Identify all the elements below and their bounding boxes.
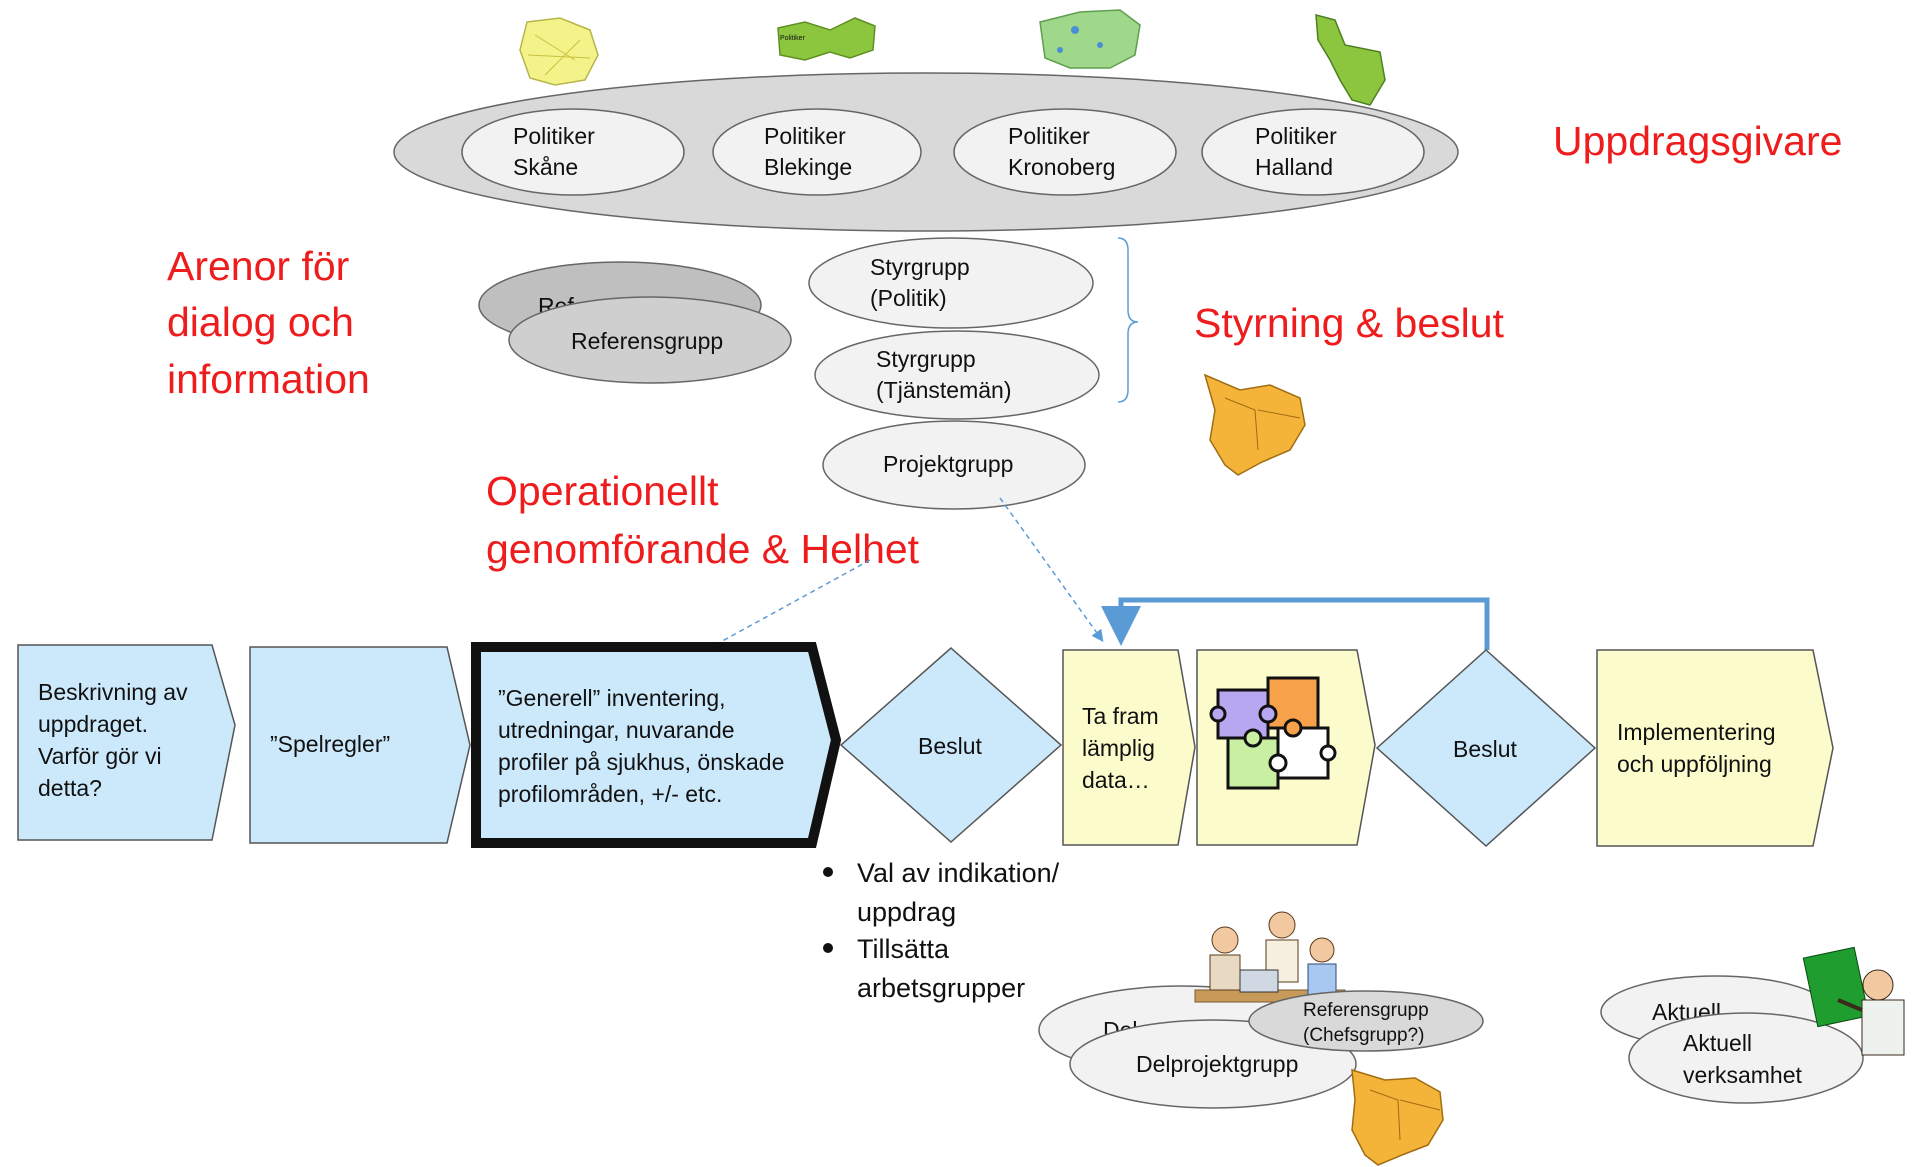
step-spelregler-label: ”Spelregler” bbox=[270, 731, 390, 757]
step-implementering-line1: Implementering bbox=[1617, 719, 1776, 745]
arenor-heading-line1: Arenor för bbox=[167, 243, 349, 289]
styrning-bracket bbox=[1117, 237, 1139, 403]
politiker-blekinge[interactable]: Politiker Blekinge bbox=[712, 108, 922, 196]
styrgrupp-tjansteman[interactable]: Styrgrupp (Tjänstemän) bbox=[814, 330, 1100, 420]
uppdragsgivare-heading: Uppdragsgivare bbox=[1553, 118, 1842, 164]
styrgrupp-tjansteman-line1: Styrgrupp bbox=[876, 346, 976, 372]
feedback-loop-arrow bbox=[1101, 597, 1490, 650]
kronoberg-map-icon bbox=[1039, 9, 1141, 69]
step-data-line2: lämplig bbox=[1082, 735, 1155, 761]
politiker-kronoberg-line1: Politiker bbox=[1008, 123, 1090, 149]
politiker-kronoberg-line2: Kronoberg bbox=[1008, 154, 1115, 180]
step-beskrivning-line2: uppdraget. bbox=[38, 711, 148, 737]
step-puzzle[interactable] bbox=[1196, 649, 1376, 846]
politiker-skane[interactable]: Politiker Skåne bbox=[461, 108, 685, 196]
step-beskrivning-line3: Varför gör vi bbox=[38, 743, 162, 769]
politiker-halland-line2: Halland bbox=[1255, 154, 1333, 180]
bullet-dot bbox=[823, 867, 833, 877]
projektgrupp-label: Projektgrupp bbox=[883, 451, 1013, 477]
politiker-kronoberg[interactable]: Politiker Kronoberg bbox=[953, 108, 1177, 196]
step-data-line3: data… bbox=[1082, 767, 1150, 793]
referensgrupp-chefsgrupp-line2: (Chefsgrupp?) bbox=[1303, 1025, 1424, 1046]
step-spelregler[interactable]: ”Spelregler” bbox=[249, 646, 471, 844]
meeting-people-icon bbox=[1194, 911, 1346, 1003]
styrgrupp-politik-line2: (Politik) bbox=[870, 285, 947, 311]
styrning-heading: Styrning & beslut bbox=[1194, 300, 1505, 346]
referensgrupp-chefsgrupp-line1: Referensgrupp bbox=[1303, 1000, 1429, 1021]
region-map-icon bbox=[1351, 1068, 1444, 1166]
bullet-1-line1: Val av indikation/ bbox=[857, 858, 1060, 888]
step-inventering[interactable]: ”Generell” inventering, utredningar, nuv… bbox=[471, 642, 842, 848]
delprojektgrupp-label: Delprojektgrupp bbox=[1136, 1051, 1298, 1077]
step-beskrivning-line1: Beskrivning av bbox=[38, 679, 188, 705]
bullet-2-line1: Tillsätta bbox=[857, 934, 950, 964]
blekinge-map-icon: Politiker bbox=[777, 17, 876, 61]
arenor-heading-line3: information bbox=[167, 356, 370, 402]
politiker-skane-line2: Skåne bbox=[513, 154, 578, 180]
styrgrupp-tjansteman-line2: (Tjänstemän) bbox=[876, 377, 1011, 403]
step-beskrivning[interactable]: Beskrivning av uppdraget. Varför gör vi … bbox=[17, 644, 236, 841]
decision-beslut-1-label: Beslut bbox=[918, 733, 983, 759]
skane-map-icon bbox=[519, 17, 599, 86]
politiker-skane-line1: Politiker bbox=[513, 123, 595, 149]
operationellt-heading-line1: Operationellt bbox=[486, 468, 719, 514]
step-inventering-line1: ”Generell” inventering, bbox=[498, 685, 726, 711]
step-inventering-line3: profiler på sjukhus, önskade bbox=[498, 749, 784, 775]
puzzle-icon bbox=[1209, 676, 1337, 790]
bullet-list: Val av indikation/ uppdrag Tillsätta arb… bbox=[823, 858, 1060, 1003]
decision-beslut-2-label: Beslut bbox=[1453, 736, 1518, 762]
aktuell-verksamhet[interactable]: Aktuell verksamhet bbox=[1628, 1012, 1864, 1104]
politiker-blekinge-line2: Blekinge bbox=[764, 154, 852, 180]
region-map-icon bbox=[1203, 373, 1306, 476]
connector-projekt-to-data bbox=[999, 497, 1104, 642]
step-implementering[interactable]: Implementering och uppföljning bbox=[1596, 649, 1834, 847]
referensgrupp[interactable]: Referensgrupp bbox=[508, 296, 792, 384]
connector-projekt-to-inventering bbox=[705, 559, 871, 651]
step-inventering-line4: profilområden, +/- etc. bbox=[498, 781, 722, 807]
projektgrupp[interactable]: Projektgrupp bbox=[822, 420, 1086, 510]
presenter-icon bbox=[1802, 946, 1905, 1056]
step-inventering-line2: utredningar, nuvarande bbox=[498, 717, 735, 743]
halland-map-icon bbox=[1315, 14, 1386, 106]
styrgrupp-politik-line1: Styrgrupp bbox=[870, 254, 970, 280]
step-data[interactable]: Ta fram lämplig data… bbox=[1062, 649, 1196, 846]
decision-beslut-1[interactable]: Beslut bbox=[839, 647, 1063, 843]
politiker-blekinge-line1: Politiker bbox=[764, 123, 846, 149]
step-data-line1: Ta fram bbox=[1082, 703, 1159, 729]
bullet-2-line2: arbetsgrupper bbox=[857, 973, 1025, 1003]
styrgrupp-politik[interactable]: Styrgrupp (Politik) bbox=[808, 237, 1094, 329]
decision-beslut-2[interactable]: Beslut bbox=[1375, 648, 1597, 848]
bullet-1-line2: uppdrag bbox=[857, 897, 956, 927]
referensgrupp-label: Referensgrupp bbox=[571, 328, 723, 354]
arenor-heading-line2: dialog och bbox=[167, 299, 354, 345]
svg-text:Politiker: Politiker bbox=[780, 35, 806, 42]
aktuell-verksamhet-line1: Aktuell bbox=[1683, 1030, 1752, 1056]
aktuell-verksamhet-line2: verksamhet bbox=[1683, 1062, 1802, 1088]
step-beskrivning-line4: detta? bbox=[38, 775, 102, 801]
step-implementering-line2: och uppföljning bbox=[1617, 751, 1772, 777]
politiker-halland[interactable]: Politiker Halland bbox=[1201, 108, 1425, 196]
politiker-halland-line1: Politiker bbox=[1255, 123, 1337, 149]
uppdragsgivare-group bbox=[393, 72, 1459, 232]
bullet-dot bbox=[823, 943, 833, 953]
referensgrupp-chefsgrupp[interactable]: Referensgrupp (Chefsgrupp?) bbox=[1248, 990, 1484, 1052]
operationellt-heading-line2: genomförande & Helhet bbox=[486, 526, 920, 572]
